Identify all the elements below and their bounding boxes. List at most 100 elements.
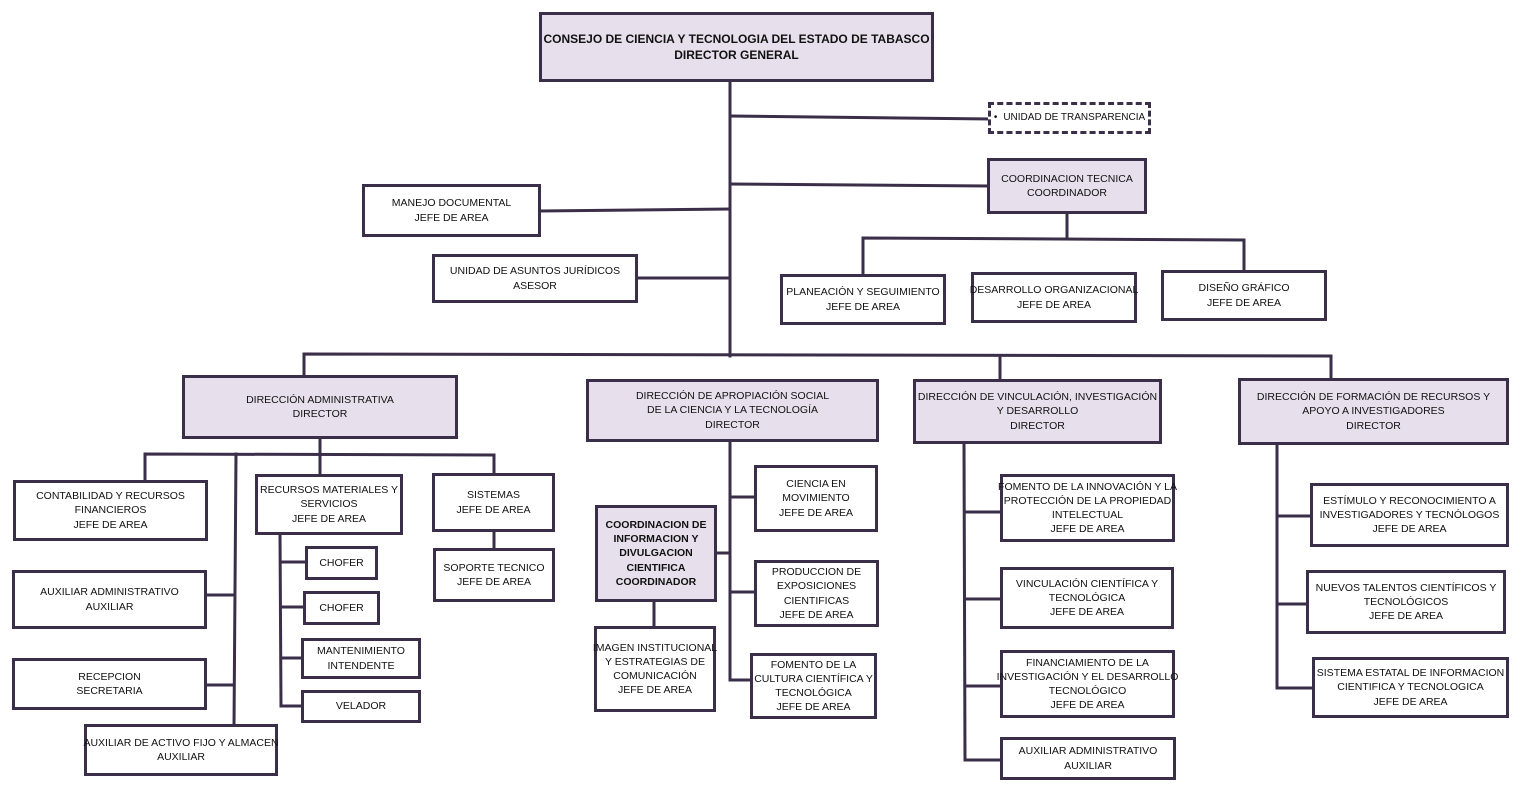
- box-role: JEFE DE AREA: [617, 684, 693, 697]
- box-role: COORDINADOR: [1027, 187, 1107, 199]
- direccion-administrativa-box: DIRECCIÓN ADMINISTRATIVA DIRECTOR: [182, 375, 458, 439]
- recepcion-box: RECEPCION SECRETARIA: [12, 658, 207, 710]
- box-title: DIRECCIÓN ADMINISTRATIVA: [246, 393, 394, 406]
- box-title-line2: MOVIMIENTO: [782, 492, 850, 505]
- box-title: AUXILIAR DE ACTIVO FIJO Y ALMACEN: [83, 736, 279, 749]
- box-title-line2: FINANCIEROS: [74, 504, 147, 517]
- box-title-line1: PRODUCCION DE: [771, 566, 862, 579]
- box-title: DISEÑO GRÁFICO: [1198, 282, 1290, 295]
- box-title-line2: CIENTIFICA Y TECNOLOGICA: [1337, 681, 1484, 694]
- box-title-line2: INFORMACION Y: [613, 533, 699, 546]
- desarrollo-organizacional-box: DESARROLLO ORGANIZACIONAL JEFE DE AREA: [969, 272, 1139, 323]
- box-title-line1: IMAGEN INSTITUCIONAL: [592, 641, 718, 654]
- planeacion-box: PLANEACIÓN Y SEGUIMIENTO JEFE DE AREA: [780, 274, 946, 325]
- box-title: MANTENIMIENTO: [317, 645, 405, 658]
- box-title-line1: FINANCIAMIENTO DE LA: [1026, 656, 1149, 669]
- recursos-materiales-box: RECURSOS MATERIALES Y SERVICIOS JEFE DE …: [255, 474, 403, 535]
- sistemas-box: SISTEMAS JEFE DE AREA: [432, 473, 555, 532]
- box-role: JEFE DE AREA: [776, 701, 851, 714]
- ciencia-movimiento-box: CIENCIA EN MOVIMIENTO JEFE DE AREA: [754, 465, 878, 532]
- director-general-box: CONSEJO DE CIENCIA Y TECNOLOGIA DEL ESTA…: [539, 12, 934, 82]
- box-role: DIRECTOR: [292, 408, 348, 420]
- org-role: DIRECTOR GENERAL: [674, 48, 799, 62]
- box-title-line1: FOMENTO DE LA INNOVACIÓN Y LA: [998, 480, 1177, 493]
- diseno-grafico-box: DISEÑO GRÁFICO JEFE DE AREA: [1161, 270, 1327, 321]
- direccion-apropiacion-box: DIRECCIÓN DE APROPIACIÓN SOCIAL DE LA CI…: [586, 379, 879, 442]
- box-title-line3: TECNOLÓGICO: [1048, 685, 1127, 697]
- box-role: INTENDENTE: [327, 659, 395, 672]
- estimulo-box: ESTÍMULO Y RECONOCIMIENTO A INVESTIGADOR…: [1310, 483, 1509, 547]
- box-title-line2: SERVICIOS: [300, 498, 358, 511]
- auxiliar-administrativo-box: AUXILIAR ADMINISTRATIVO AUXILIAR: [12, 570, 207, 629]
- box-role: JEFE DE AREA: [291, 512, 367, 525]
- box-title-line3: TECNOLÓGICA: [775, 687, 852, 699]
- box-role: JEFE DE AREA: [1206, 296, 1282, 309]
- box-title-line1: RECURSOS MATERIALES Y: [260, 484, 398, 497]
- contabilidad-box: CONTABILIDAD Y RECURSOS FINANCIEROS JEFE…: [13, 480, 208, 541]
- box-title-line3: COMUNICACIÓN: [613, 670, 697, 682]
- box-title-line2: APOYO A INVESTIGADORES: [1302, 405, 1445, 418]
- box-title-line1: NUEVOS TALENTOS CIENTÍFICOS Y: [1315, 581, 1497, 594]
- auxiliar-administrativo-vinculacion-box: AUXILIAR ADMINISTRATIVO AUXILIAR: [1000, 737, 1176, 780]
- auxiliar-activo-fijo-box: AUXILIAR DE ACTIVO FIJO Y ALMACEN AUXILI…: [83, 724, 279, 776]
- imagen-institucional-box: IMAGEN INSTITUCIONAL Y ESTRATEGIAS DE CO…: [592, 626, 718, 712]
- box-title-line1: DIRECCIÓN DE VINCULACIÓN, INVESTIGACIÓN: [917, 391, 1158, 404]
- box-title: CHOFER: [319, 556, 364, 569]
- box-title-line2: Y ESTRATEGIAS DE: [605, 655, 705, 668]
- chofer-box-1: CHOFER: [305, 546, 378, 580]
- box-title-line2: CULTURA CIENTÍFICA Y: [754, 672, 873, 685]
- box-title-line3: INTELECTUAL: [1051, 509, 1124, 521]
- box-title-line3: DIVULGACION: [619, 547, 693, 560]
- box-title: AUXILIAR ADMINISTRATIVO: [1018, 745, 1158, 758]
- box-title: RECEPCION: [78, 670, 141, 683]
- box-role: JEFE DE AREA: [825, 300, 901, 313]
- box-role: JEFE DE AREA: [1368, 610, 1444, 623]
- box-title-line1: COORDINACION DE: [605, 519, 707, 532]
- box-role: JEFE DE AREA: [414, 211, 489, 224]
- chofer-box-2: CHOFER: [303, 591, 380, 625]
- mantenimiento-box: MANTENIMIENTO INTENDENTE: [301, 638, 421, 679]
- box-role: ASESOR: [513, 279, 557, 292]
- box-role: JEFE DE AREA: [1373, 695, 1448, 708]
- box-title: MANEJO DOCUMENTAL: [391, 197, 512, 210]
- velador-box: VELADOR: [301, 690, 421, 723]
- box-title-line2: TECNOLÓGICA: [1048, 591, 1126, 604]
- box-title-line2: INVESTIGACIÓN Y EL DESARROLLO: [996, 670, 1179, 683]
- box-title: PLANEACIÓN Y SEGUIMIENTO: [786, 286, 940, 299]
- nuevos-talentos-box: NUEVOS TALENTOS CIENTÍFICOS Y TECNOLÓGIC…: [1306, 570, 1506, 634]
- coordinacion-tecnica-box: COORDINACION TECNICA COORDINADOR: [987, 158, 1147, 214]
- box-role: JEFE DE AREA: [73, 518, 148, 531]
- box-title-line2: DE LA CIENCIA Y LA TECNOLOGÍA: [647, 404, 818, 417]
- box-title: VELADOR: [335, 700, 387, 713]
- box-role: SECRETARIA: [76, 685, 143, 697]
- box-title-line2: EXPOSICIONES: [776, 580, 857, 593]
- box-title: COORDINACION TECNICA: [1001, 172, 1133, 185]
- fomento-cultura-box: FOMENTO DE LA CULTURA CIENTÍFICA Y TECNO…: [750, 653, 877, 719]
- box-role: JEFE DE AREA: [778, 506, 854, 519]
- manejo-documental-box: MANEJO DOCUMENTAL JEFE DE AREA: [362, 184, 541, 237]
- box-title: AUXILIAR ADMINISTRATIVO: [40, 586, 179, 599]
- box-title: CHOFER: [319, 601, 364, 614]
- coordinacion-informacion-box: COORDINACION DE INFORMACION Y DIVULGACIO…: [595, 505, 717, 602]
- box-role: JEFE DE AREA: [1050, 699, 1125, 712]
- box-title: UNIDAD DE ASUNTOS JURÍDICOS: [449, 265, 621, 278]
- box-title-line3: CIENTIFICAS: [783, 594, 850, 607]
- box-role: JEFE DE AREA: [1016, 298, 1092, 311]
- box-role: JEFE DE AREA: [1049, 606, 1125, 619]
- box-title-line1: VINCULACIÓN CIENTÍFICA Y: [1015, 577, 1159, 590]
- box-title-line2: PROTECCIÓN DE LA PROPIEDAD: [1003, 494, 1172, 507]
- box-title-line2: INVESTIGADORES Y TECNÓLOGOS: [1319, 508, 1500, 521]
- box-title-line1: CONTABILIDAD Y RECURSOS: [36, 490, 185, 503]
- box-title: DESARROLLO ORGANIZACIONAL: [969, 284, 1139, 297]
- bullet-icon: •: [993, 112, 998, 124]
- box-title-line1: FOMENTO DE LA: [770, 658, 857, 671]
- soporte-tecnico-box: SOPORTE TECNICO JEFE DE AREA: [433, 548, 555, 602]
- box-role: JEFE DE AREA: [456, 503, 531, 516]
- box-role: AUXILIAR: [1064, 759, 1112, 772]
- box-role: JEFE DE AREA: [1050, 523, 1125, 536]
- box-title: SISTEMAS: [466, 489, 521, 502]
- box-title-line2: Y DESARROLLO: [996, 405, 1079, 418]
- box-role: AUXILIAR: [85, 600, 134, 613]
- direccion-formacion-box: DIRECCIÓN DE FORMACIÓN DE RECURSOS Y APO…: [1238, 378, 1509, 445]
